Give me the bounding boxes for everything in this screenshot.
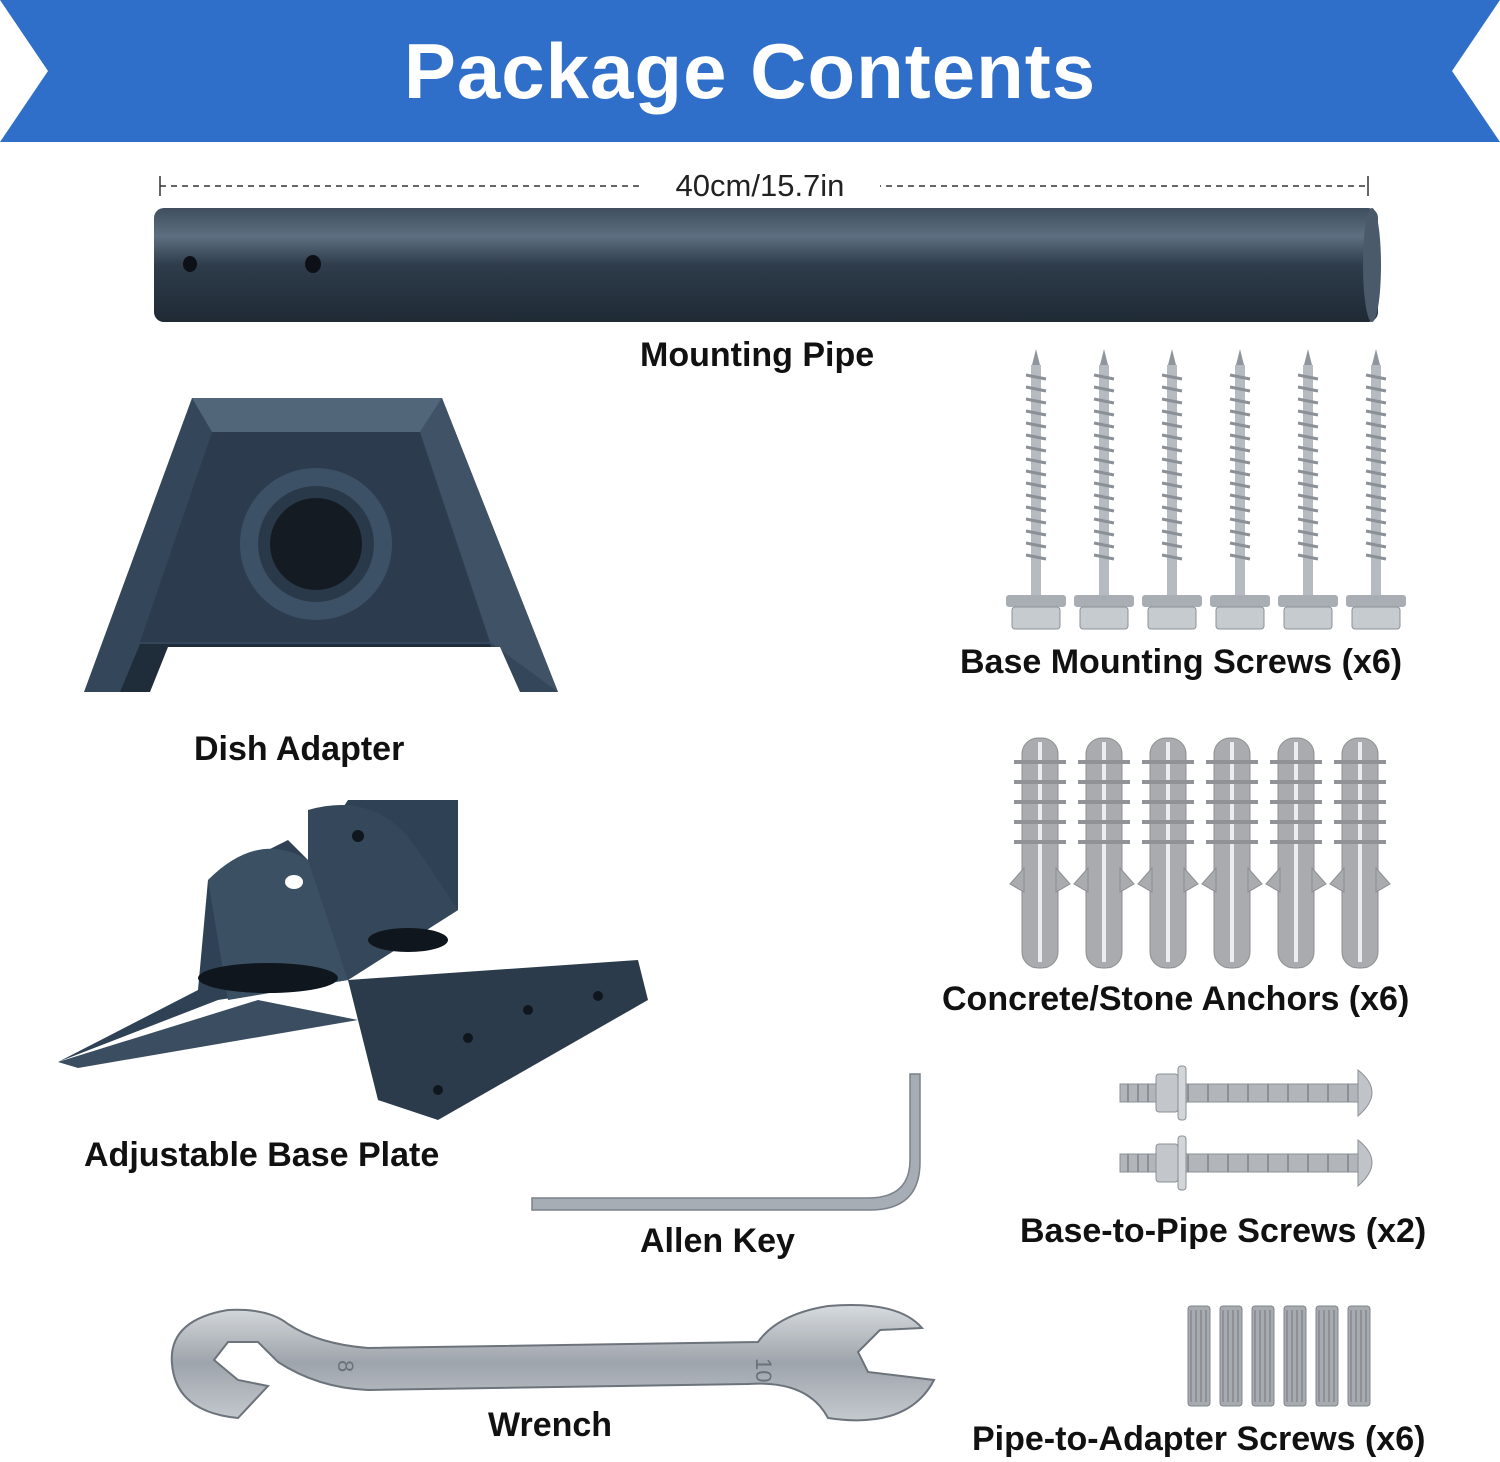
base-pipe-screws-image (1119, 1065, 1373, 1191)
dish-adapter-label: Dish Adapter (194, 730, 405, 768)
base-screws-image (1006, 347, 1408, 631)
wrench-image: 8 10 (170, 1303, 936, 1422)
allen-key-image (531, 1073, 921, 1211)
header-banner (0, 0, 1500, 142)
anchors-image (1009, 736, 1392, 970)
allen-key-label: Allen Key (640, 1222, 795, 1260)
base-pipe-screws-label: Base-to-Pipe Screws (x2) (1020, 1212, 1427, 1250)
wrench-size-right: 10 (751, 1358, 776, 1382)
anchors-label: Concrete/Stone Anchors (x6) (942, 980, 1410, 1018)
base-plate-image (58, 800, 648, 1120)
mounting-pipe-image (154, 208, 1381, 322)
dimension-line (159, 176, 1369, 196)
wrench-label: Wrench (488, 1406, 613, 1444)
pipe-adapter-screws-label: Pipe-to-Adapter Screws (x6) (972, 1420, 1426, 1458)
mounting-pipe-label: Mounting Pipe (640, 336, 875, 374)
base-screws-label: Base Mounting Screws (x6) (960, 643, 1403, 681)
wrench-size-left: 8 (333, 1360, 358, 1372)
base-plate-label: Adjustable Base Plate (84, 1136, 440, 1174)
pipe-adapter-screws-image (1187, 1305, 1371, 1407)
page-title: Package Contents (403, 27, 1097, 115)
dimension-label: 40cm/15.7in (640, 168, 880, 204)
dish-adapter-image (84, 398, 558, 692)
